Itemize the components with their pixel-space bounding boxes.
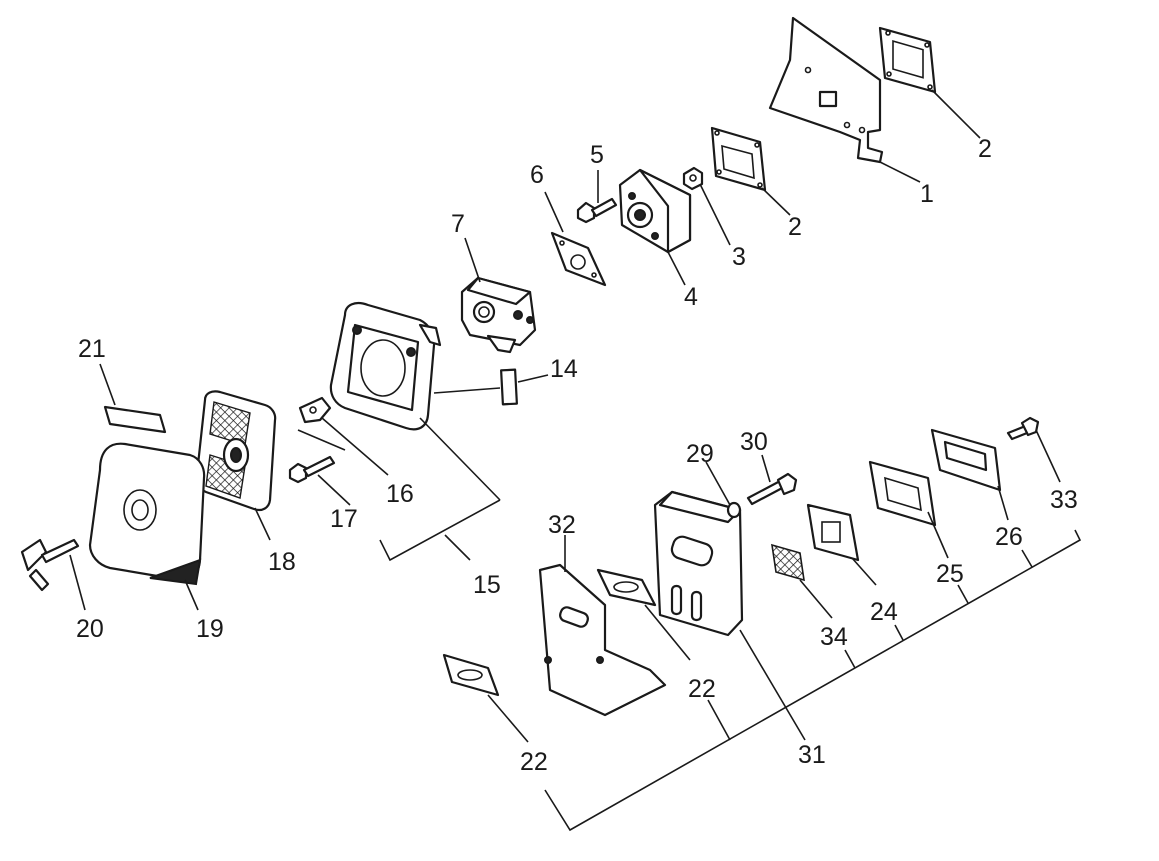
callout-17: 17 <box>330 505 358 533</box>
callout-22-right: 22 <box>688 675 716 703</box>
callout-2-mid: 2 <box>788 213 802 241</box>
heat-shield-plate <box>768 16 884 164</box>
callout-21: 21 <box>78 335 106 363</box>
label-14 <box>500 368 518 406</box>
bolt-33 <box>1006 416 1040 441</box>
callout-24: 24 <box>870 598 898 626</box>
callout-6: 6 <box>530 161 544 189</box>
bolt-30 <box>746 472 798 506</box>
callout-4: 4 <box>684 283 698 311</box>
callout-33: 33 <box>1050 486 1078 514</box>
callout-20: 20 <box>76 615 104 643</box>
callout-34: 34 <box>820 623 848 651</box>
wing-nut <box>20 538 80 592</box>
callout-18: 18 <box>268 548 296 576</box>
exhaust-shield <box>538 563 667 717</box>
exhaust-flange-26 <box>930 428 1002 492</box>
callout-5: 5 <box>590 141 604 169</box>
callout-2-top: 2 <box>978 135 992 163</box>
spark-screen <box>771 543 805 582</box>
breather-plate <box>298 396 332 424</box>
muffler <box>653 490 744 637</box>
gasket-24 <box>806 503 860 562</box>
callout-15: 15 <box>473 571 501 599</box>
callout-16: 16 <box>386 480 414 508</box>
callout-32: 32 <box>548 511 576 539</box>
gasket-top <box>878 26 937 94</box>
leader-lines <box>69 89 1082 832</box>
callout-30: 30 <box>740 428 768 456</box>
label-21 <box>103 405 167 434</box>
callout-3: 3 <box>732 243 746 271</box>
callout-14: 14 <box>550 355 578 383</box>
callout-25: 25 <box>936 560 964 588</box>
gasket-middle <box>710 126 767 192</box>
callout-31: 31 <box>798 741 826 769</box>
callout-7: 7 <box>451 210 465 238</box>
air-cleaner-base <box>329 301 442 431</box>
gasket-carb <box>550 231 607 287</box>
callout-22-left: 22 <box>520 748 548 776</box>
bolt-17 <box>288 455 336 484</box>
callout-29: 29 <box>686 440 714 468</box>
callout-numbers: 1 2 2 3 4 5 6 7 14 15 16 17 18 19 20 21 … <box>76 135 1078 776</box>
gasket-25 <box>868 460 937 527</box>
air-filter-element <box>195 390 277 512</box>
callout-26: 26 <box>995 523 1023 551</box>
insulator-block <box>618 168 692 254</box>
air-cleaner-cover <box>88 442 206 586</box>
carburetor <box>460 276 537 354</box>
callout-1: 1 <box>920 180 934 208</box>
nut <box>682 166 704 191</box>
washer <box>726 501 742 519</box>
callout-19: 19 <box>196 615 224 643</box>
gasket-22-lower <box>442 653 500 697</box>
gasket-22-upper <box>596 568 657 607</box>
bolt <box>576 197 618 224</box>
